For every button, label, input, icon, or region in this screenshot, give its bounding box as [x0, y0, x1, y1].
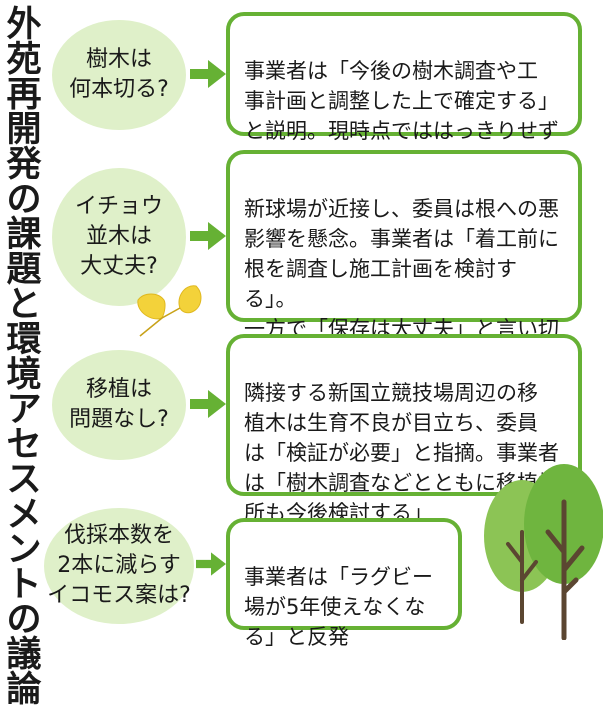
answer-box-ginkgo: 新球場が近接し、委員は根への悪 影響を懸念。事業者は「着工前に 根を調査し施工計…: [226, 150, 582, 401]
answer-box-tree-count: 事業者は「今後の樹木調査や工 事計画と調整した上で確定する」 と説明。現時点では…: [226, 12, 582, 143]
answer-box-transplant: 隣接する新国立競技場周辺の移 植木は生育不良が目立ち、委員 は「検証が必要」と指…: [226, 334, 582, 525]
trees-illustration-icon: [484, 464, 603, 640]
arrow-right-icon: [190, 222, 226, 250]
question-label: 伐採本数を 2本に減らす イコモス案は?: [47, 523, 191, 608]
question-oval-ginkgo: イチョウ 並木は 大丈夫?: [52, 168, 186, 306]
arrow-right-icon: [190, 390, 226, 418]
answer-text: 隣接する新国立競技場周辺の移 植木は生育不良が目立ち、委員 は「検証が必要」と指…: [244, 381, 559, 525]
answer-text: 事業者は「ラグビー 場が5年使えなくな る」と反発: [244, 565, 433, 649]
answer-box-icomos: 事業者は「ラグビー 場が5年使えなくな る」と反発: [226, 518, 462, 649]
answer-text: 事業者は「今後の樹木調査や工 事計画と調整した上で確定する」 と説明。現時点では…: [244, 59, 559, 143]
question-oval-icomos: 伐採本数を 2本に減らす イコモス案は?: [44, 508, 194, 624]
question-oval-transplant: 移植は 問題なし?: [52, 350, 186, 460]
ginkgo-leaf-icon: [137, 285, 202, 337]
question-label: 移植は 問題なし?: [69, 377, 169, 432]
question-oval-tree-count: 樹木は 何本切る?: [52, 20, 186, 130]
arrow-right-icon: [190, 60, 226, 88]
question-label: イチョウ 並木は 大丈夫?: [74, 194, 163, 279]
arrow-right-icon: [196, 552, 226, 576]
page-title: 外苑再開発の課題と環境アセスメントの議論: [6, 5, 42, 710]
question-label: 樹木は 何本切る?: [69, 47, 169, 102]
